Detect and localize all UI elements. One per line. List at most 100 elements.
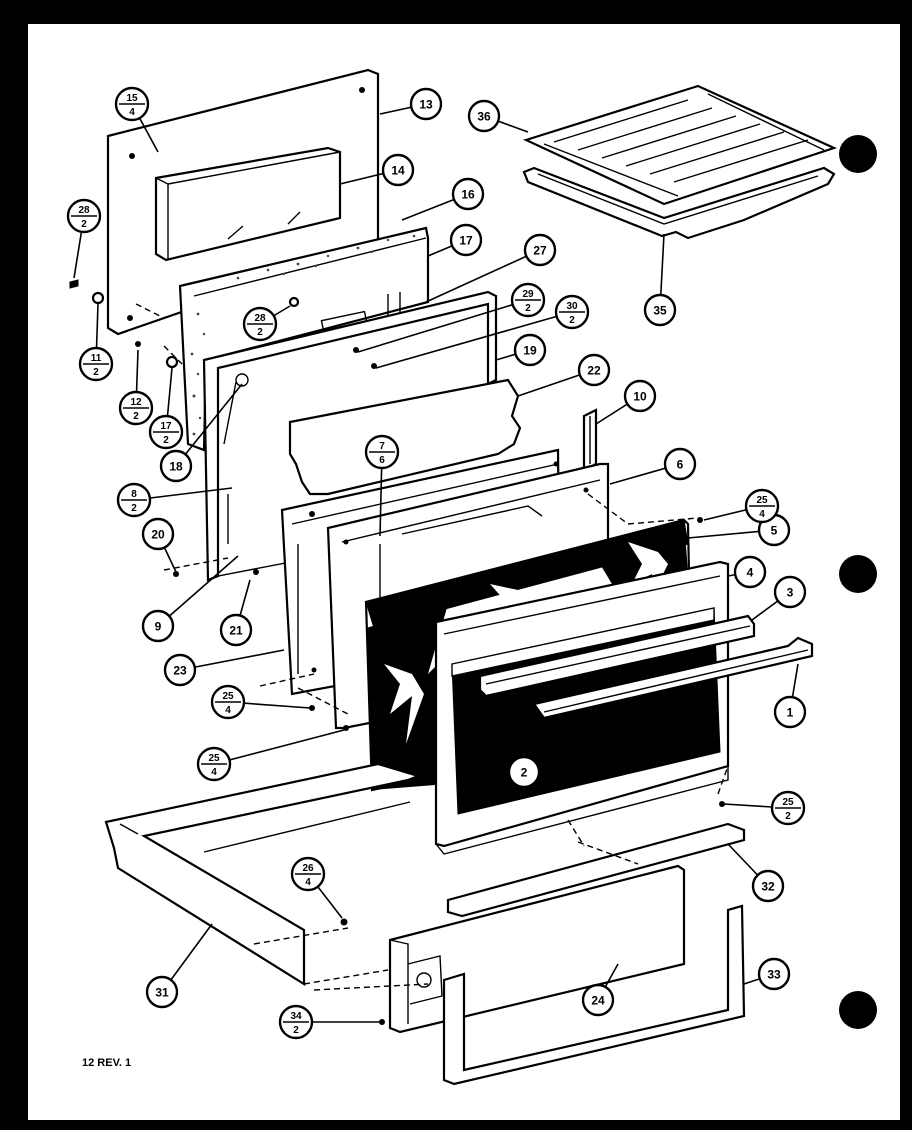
fraction-denominator: 4 (305, 877, 311, 888)
drawer-pan-part (104, 762, 429, 991)
callout-13: 13 (409, 87, 443, 121)
callout-label: 33 (767, 968, 781, 982)
callout-19: 19 (513, 333, 547, 367)
fraction-numerator: 8 (131, 489, 137, 500)
leader-line-f29_2 (357, 299, 529, 353)
reference-dot-bottom (839, 991, 877, 1029)
callout-32: 32 (751, 869, 785, 903)
callout-label: 32 (761, 880, 775, 894)
fraction-callout-17-2: 172 (148, 414, 184, 450)
leader-line-c27 (425, 249, 541, 303)
reference-dot-top (839, 135, 877, 173)
callout-9: 9 (141, 609, 175, 643)
fraction-callout-28-2: 282 (242, 306, 278, 342)
leader-line-f25_4c (213, 729, 345, 765)
fraction-callout-15-4: 154 (114, 86, 150, 122)
fraction-numerator: 26 (302, 863, 314, 874)
fraction-callout-25-4: 254 (196, 746, 232, 782)
fraction-denominator: 2 (93, 367, 99, 378)
callout-21: 21 (219, 613, 253, 647)
fraction-callout-12-2: 122 (118, 390, 154, 426)
revision-label: 12 REV. 1 (82, 1057, 132, 1069)
callout-label: 17 (459, 234, 473, 248)
fraction-numerator: 29 (522, 289, 534, 300)
callout-label: 4 (747, 566, 754, 580)
fraction-denominator: 2 (785, 811, 791, 822)
fraction-numerator: 25 (222, 691, 234, 702)
callout-label: 19 (523, 344, 537, 358)
broiler-rack-part (522, 84, 838, 206)
callout-18: 18 (159, 449, 193, 483)
fraction-numerator: 7 (379, 441, 385, 452)
fraction-callout-29-2: 292 (510, 282, 546, 318)
fraction-numerator: 28 (78, 205, 90, 216)
door-hinge-part (582, 408, 598, 472)
leader-line-f30_2 (375, 311, 573, 369)
callout-label: 1 (787, 706, 794, 720)
fraction-callout-11-2: 112 (78, 346, 114, 382)
fraction-denominator: 2 (257, 327, 263, 338)
callout-label: 16 (461, 188, 475, 202)
callout-27: 27 (523, 233, 557, 267)
fraction-numerator: 15 (126, 93, 138, 104)
fraction-numerator: 34 (290, 1011, 302, 1022)
fraction-callout-7-6: 76 (364, 434, 400, 470)
callout-label: 23 (173, 664, 187, 678)
callout-6: 6 (663, 447, 697, 481)
fraction-denominator: 4 (225, 705, 231, 716)
fraction-denominator: 2 (133, 411, 139, 422)
callout-17: 17 (449, 223, 483, 257)
fraction-callout-30-2: 302 (554, 294, 590, 330)
door-bottom-edge (435, 766, 729, 855)
fraction-denominator: 2 (525, 303, 531, 314)
leader-line-c23 (179, 649, 285, 671)
callout-label: 2 (521, 766, 528, 780)
callout-label: 5 (771, 524, 778, 538)
fraction-denominator: 6 (379, 455, 385, 466)
fraction-callout-34-2: 342 (278, 1004, 314, 1040)
callout-label: 22 (587, 364, 601, 378)
callout-label: 13 (419, 98, 433, 112)
leader-line-c9 (157, 555, 239, 627)
fraction-callout-28-2: 282 (66, 198, 102, 234)
callout-label: 21 (229, 624, 243, 638)
fraction-denominator: 2 (293, 1025, 299, 1036)
callout-2: 2 (507, 755, 541, 789)
callout-label: 35 (653, 304, 667, 318)
fraction-denominator: 4 (211, 767, 217, 778)
callout-label: 31 (155, 986, 169, 1000)
fraction-numerator: 12 (130, 397, 142, 408)
fraction-numerator: 25 (782, 797, 794, 808)
fraction-denominator: 2 (81, 219, 87, 230)
window-insert-part (154, 146, 342, 262)
fraction-numerator: 25 (208, 753, 220, 764)
callout-24: 24 (581, 983, 615, 1017)
reference-dot-middle (839, 555, 877, 593)
leader-line-c18 (175, 383, 243, 467)
callout-label: 6 (677, 458, 684, 472)
exploded-parts-diagram: 1314161727192210654312323324313635209212… (66, 68, 877, 1086)
broiler-pan-part (522, 166, 836, 240)
fraction-denominator: 2 (131, 503, 137, 514)
fraction-callout-8-2: 82 (116, 482, 152, 518)
callout-31: 31 (145, 975, 179, 1009)
fraction-callout-25-4: 254 (210, 684, 246, 720)
fraction-callout-25-4: 254 (744, 488, 780, 524)
kick-plate-part (446, 822, 746, 918)
callout-16: 16 (451, 177, 485, 211)
callout-label: 3 (787, 586, 794, 600)
callout-4: 4 (733, 555, 767, 589)
callout-35: 35 (643, 293, 677, 327)
callout-33: 33 (757, 957, 791, 991)
fraction-denominator: 2 (163, 435, 169, 446)
fastener-screws (69, 279, 725, 1025)
callout-10: 10 (623, 379, 657, 413)
fraction-numerator: 25 (756, 495, 768, 506)
bottom-bracket-part (442, 904, 746, 1086)
callout-36: 36 (467, 99, 501, 133)
callout-label: 27 (533, 244, 547, 258)
callout-1: 1 (773, 695, 807, 729)
fraction-denominator: 2 (569, 315, 575, 326)
